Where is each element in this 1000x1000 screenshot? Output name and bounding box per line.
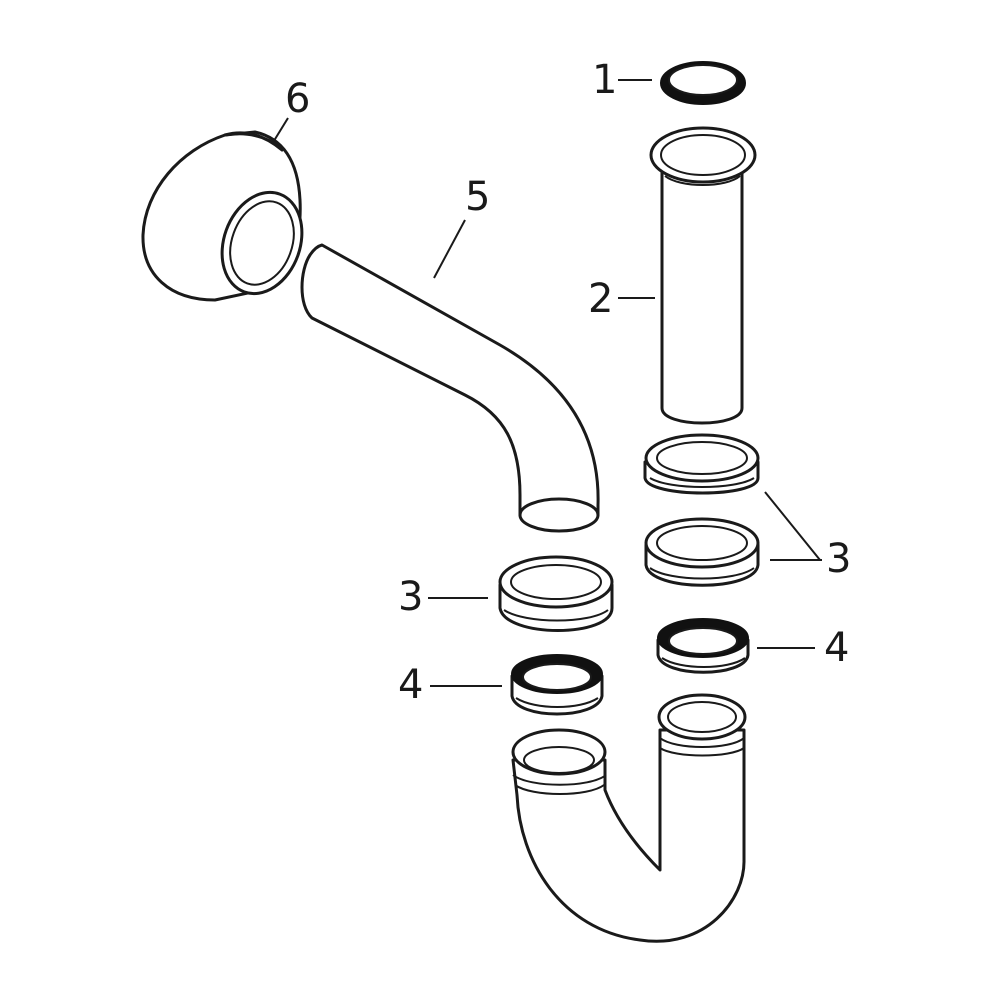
callout-1: 1 [592,57,617,103]
callout-3-right: 3 [826,536,851,582]
leader-lines [271,79,822,687]
part-6-wall-flange [141,130,304,302]
part-4-seal-right [656,618,750,674]
part-3-nut-left [498,555,614,632]
part-2-straight-tube [649,126,757,425]
part-1-ring [660,61,746,105]
part-5-bent-tube [300,243,600,533]
callout-6: 6 [285,76,310,122]
callout-3-left: 3 [398,574,423,620]
part-3-nut-right-upper [643,433,760,495]
part-trap-u-bend [511,693,747,943]
callout-4-left: 4 [398,662,423,708]
callout-5: 5 [465,174,490,220]
part-3-nut-right-lower [644,517,760,587]
callout-2: 2 [588,276,613,322]
callouts: 1 2 3 3 4 4 5 6 [285,57,851,708]
callout-4-right: 4 [824,625,849,671]
part-4-seal-left [510,654,604,716]
